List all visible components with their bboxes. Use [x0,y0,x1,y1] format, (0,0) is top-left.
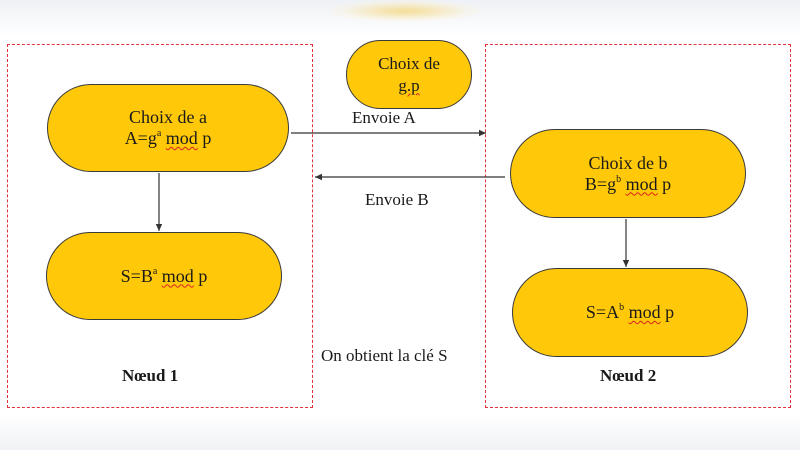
public-params-line1: Choix de [378,53,440,73]
node1-choice-exponent: a [156,128,162,139]
node2-choice-suffix: p [657,173,672,194]
node1-choice-title: Choix de a [129,107,207,127]
header-glow [330,0,480,22]
node1-secret-pill: S=Ba mod p [46,232,282,320]
node2-secret-exponent: b [619,302,625,313]
node1-secret-prefix: S=B [120,265,153,286]
public-params-pill: Choix de g.p [346,40,472,109]
node1-dashed-box [7,44,313,408]
public-params-line2: g.p [398,75,420,95]
node1-choice-prefix: A=g [124,128,157,148]
send-b-label: Envoie B [365,190,429,209]
node1-choice-pill: Choix de a A=ga mod p [47,84,289,172]
node2-choice-title: Choix de b [588,152,668,173]
node2-secret-prefix: S=A [585,302,620,322]
node2-choice-prefix: B=g [584,173,617,194]
node1-secret-formula: S=Ba mod p [121,266,208,287]
node2-secret-mod: mod [628,302,661,322]
node2-secret-formula: S=Ab mod p [586,302,674,323]
node2-secret-suffix: p [660,302,675,322]
send-a-label: Envoie A [352,108,416,127]
node2-choice-formula: B=gb mod p [585,174,671,195]
node2-choice-pill: Choix de b B=gb mod p [510,129,746,218]
node1-choice-formula: A=ga mod p [125,128,212,149]
node2-secret-pill: S=Ab mod p [512,268,748,357]
node1-choice-mod: mod [165,128,198,148]
node2-title: Nœud 2 [600,366,657,385]
shared-key-label: On obtient la clé S [321,346,448,365]
node1-secret-suffix: p [193,265,208,286]
node1-secret-exponent: a [152,265,158,277]
node1-choice-suffix: p [197,128,212,148]
node1-secret-mod: mod [161,265,194,286]
node1-title: Nœud 1 [122,366,179,385]
node2-choice-exponent: b [616,173,622,185]
node2-dashed-box [485,44,791,408]
node2-choice-mod: mod [625,173,658,194]
